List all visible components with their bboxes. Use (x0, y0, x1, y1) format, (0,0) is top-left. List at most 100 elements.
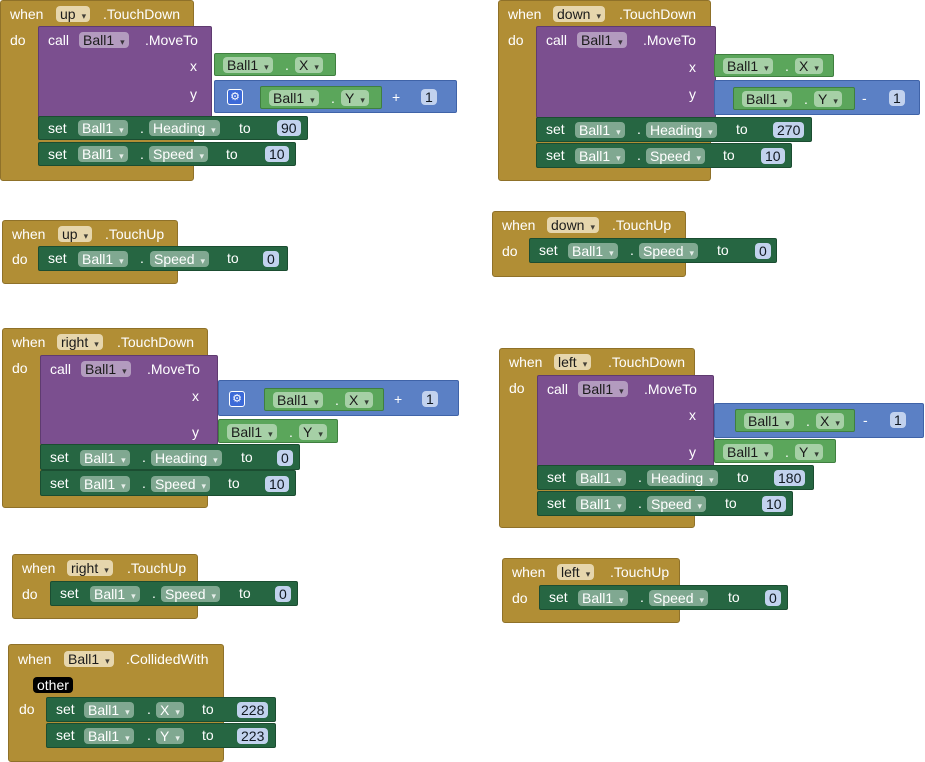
component-dropdown[interactable]: Ball1▾ (269, 90, 319, 106)
component-dropdown[interactable]: Ball1▾ (64, 651, 114, 667)
property-dropdown[interactable]: X▾ (345, 392, 373, 408)
component-dropdown[interactable]: down▾ (553, 6, 605, 22)
event-right-touchup[interactable]: when right▾ .TouchUp do (12, 554, 198, 619)
component-dropdown[interactable]: Ball1▾ (723, 58, 773, 74)
get-ball-x[interactable]: Ball1▾ . X▾ (735, 409, 855, 432)
component-dropdown[interactable]: Ball1▾ (84, 702, 134, 718)
get-ball-x[interactable]: Ball1▾ . X▾ (214, 53, 336, 76)
property-dropdown[interactable]: Speed▾ (149, 146, 209, 162)
component-dropdown[interactable]: Ball1▾ (575, 122, 625, 138)
number-field[interactable]: 10 (265, 476, 289, 492)
number-field[interactable]: 0 (277, 450, 293, 466)
property-dropdown[interactable]: X▾ (795, 58, 823, 74)
set-speed-block[interactable]: set Ball1▾ . Speed▾ to 0 (50, 581, 298, 606)
number-field[interactable]: 180 (774, 470, 806, 486)
set-speed-block[interactable]: set Ball1▾ . Speed▾ to 0 (539, 585, 788, 610)
component-dropdown[interactable]: Ball1▾ (84, 728, 134, 744)
number-field[interactable]: 0 (275, 586, 291, 602)
number-field[interactable]: 1 (422, 391, 438, 407)
number-field[interactable]: 1 (890, 412, 906, 428)
component-dropdown[interactable]: Ball1▾ (568, 243, 618, 259)
number-field[interactable]: 0 (755, 243, 771, 259)
get-ball-y[interactable]: Ball1▾ . Y▾ (714, 439, 836, 463)
set-y-block[interactable]: set Ball1▾ . Y▾ to 223 (46, 723, 276, 748)
property-dropdown[interactable]: X▾ (156, 702, 184, 718)
component-dropdown[interactable]: Ball1▾ (81, 361, 131, 377)
gear-icon[interactable]: ⚙ (227, 89, 243, 105)
call-moveto-block[interactable]: call Ball1▾ .MoveTo x y (536, 26, 716, 118)
component-dropdown[interactable]: Ball1▾ (80, 450, 130, 466)
call-moveto-block[interactable]: call Ball1▾ .MoveTo x y (40, 355, 218, 445)
number-field[interactable]: 223 (237, 728, 269, 744)
component-dropdown[interactable]: Ball1▾ (273, 392, 323, 408)
number-field[interactable]: 270 (773, 122, 805, 138)
set-x-block[interactable]: set Ball1▾ . X▾ to 228 (46, 697, 276, 722)
property-dropdown[interactable]: Y▾ (341, 90, 369, 106)
call-moveto-block[interactable]: call Ball1▾ .MoveTo x y (38, 26, 212, 118)
gear-icon[interactable]: ⚙ (229, 391, 245, 407)
set-heading-block[interactable]: set Ball1▾ . Heading▾ to 90 (38, 116, 308, 140)
number-field[interactable]: 0 (765, 590, 781, 606)
property-dropdown[interactable]: X▾ (816, 413, 844, 429)
component-dropdown[interactable]: left▾ (554, 354, 592, 370)
math-add-block[interactable]: ⚙ Ball1▾ . Y▾ + 1 (214, 80, 457, 113)
component-dropdown[interactable]: Ball1▾ (578, 590, 628, 606)
number-field[interactable]: 0 (263, 251, 279, 267)
set-speed-block[interactable]: set Ball1▾ . Speed▾ to 0 (38, 246, 288, 271)
math-subtract-block[interactable]: Ball1▾ . X▾ - 1 (714, 403, 924, 438)
number-field[interactable]: 10 (761, 148, 785, 164)
property-dropdown[interactable]: Y▾ (299, 424, 327, 440)
component-dropdown[interactable]: Ball1▾ (90, 586, 140, 602)
set-heading-block[interactable]: set Ball1▾ . Heading▾ to 180 (537, 465, 814, 490)
get-ball-x[interactable]: Ball1▾ . X▾ (264, 388, 384, 411)
math-add-block[interactable]: ⚙ Ball1▾ . X▾ + 1 (218, 380, 459, 416)
number-field[interactable]: 10 (762, 496, 786, 512)
component-dropdown[interactable]: Ball1▾ (575, 148, 625, 164)
property-dropdown[interactable]: X▾ (295, 57, 323, 73)
component-dropdown[interactable]: Ball1▾ (79, 32, 129, 48)
property-dropdown[interactable]: Speed▾ (150, 251, 210, 267)
property-dropdown[interactable]: Heading▾ (647, 470, 718, 486)
set-speed-block[interactable]: set Ball1▾ . Speed▾ to 0 (529, 238, 777, 263)
component-dropdown[interactable]: Ball1▾ (742, 91, 792, 107)
set-speed-block[interactable]: set Ball1▾ . Speed▾ to 10 (537, 491, 793, 516)
call-moveto-block[interactable]: call Ball1▾ .MoveTo x y (537, 375, 714, 467)
property-dropdown[interactable]: Speed▾ (151, 476, 211, 492)
component-dropdown[interactable]: Ball1▾ (723, 444, 773, 460)
number-field[interactable]: 90 (277, 120, 301, 136)
component-dropdown[interactable]: up▾ (56, 6, 91, 22)
component-dropdown[interactable]: Ball1▾ (227, 424, 277, 440)
component-dropdown[interactable]: Ball1▾ (223, 57, 273, 73)
property-dropdown[interactable]: Speed▾ (639, 243, 699, 259)
component-dropdown[interactable]: Ball1▾ (576, 470, 626, 486)
number-field[interactable]: 228 (237, 702, 269, 718)
set-heading-block[interactable]: set Ball1▾ . Heading▾ to 270 (536, 117, 812, 142)
component-dropdown[interactable]: up▾ (58, 226, 93, 242)
number-field[interactable]: 10 (265, 146, 289, 162)
component-dropdown[interactable]: down▾ (547, 217, 599, 233)
component-dropdown[interactable]: Ball1▾ (576, 496, 626, 512)
property-dropdown[interactable]: Speed▾ (647, 496, 707, 512)
get-ball-y[interactable]: Ball1▾ . Y▾ (260, 86, 382, 109)
get-ball-y[interactable]: Ball1▾ . Y▾ (218, 419, 338, 443)
set-speed-block[interactable]: set Ball1▾ . Speed▾ to 10 (536, 143, 792, 168)
component-dropdown[interactable]: Ball1▾ (80, 476, 130, 492)
number-field[interactable]: 1 (421, 89, 437, 105)
component-dropdown[interactable]: Ball1▾ (744, 413, 794, 429)
get-ball-x[interactable]: Ball1▾ . X▾ (714, 54, 834, 77)
parameter-other[interactable]: other (33, 677, 73, 693)
property-dropdown[interactable]: Speed▾ (646, 148, 706, 164)
component-dropdown[interactable]: Ball1▾ (577, 32, 627, 48)
property-dropdown[interactable]: Y▾ (795, 444, 823, 460)
component-dropdown[interactable]: Ball1▾ (78, 146, 128, 162)
property-dropdown[interactable]: Heading▾ (151, 450, 222, 466)
property-dropdown[interactable]: Heading▾ (646, 122, 717, 138)
set-speed-block[interactable]: set Ball1▾ . Speed▾ to 10 (38, 142, 296, 166)
property-dropdown[interactable]: Y▾ (156, 728, 184, 744)
property-dropdown[interactable]: Heading▾ (149, 120, 220, 136)
component-dropdown[interactable]: Ball1▾ (78, 120, 128, 136)
component-dropdown[interactable]: left▾ (557, 564, 595, 580)
component-dropdown[interactable]: right▾ (67, 560, 113, 576)
property-dropdown[interactable]: Y▾ (814, 91, 842, 107)
number-field[interactable]: 1 (889, 90, 905, 106)
